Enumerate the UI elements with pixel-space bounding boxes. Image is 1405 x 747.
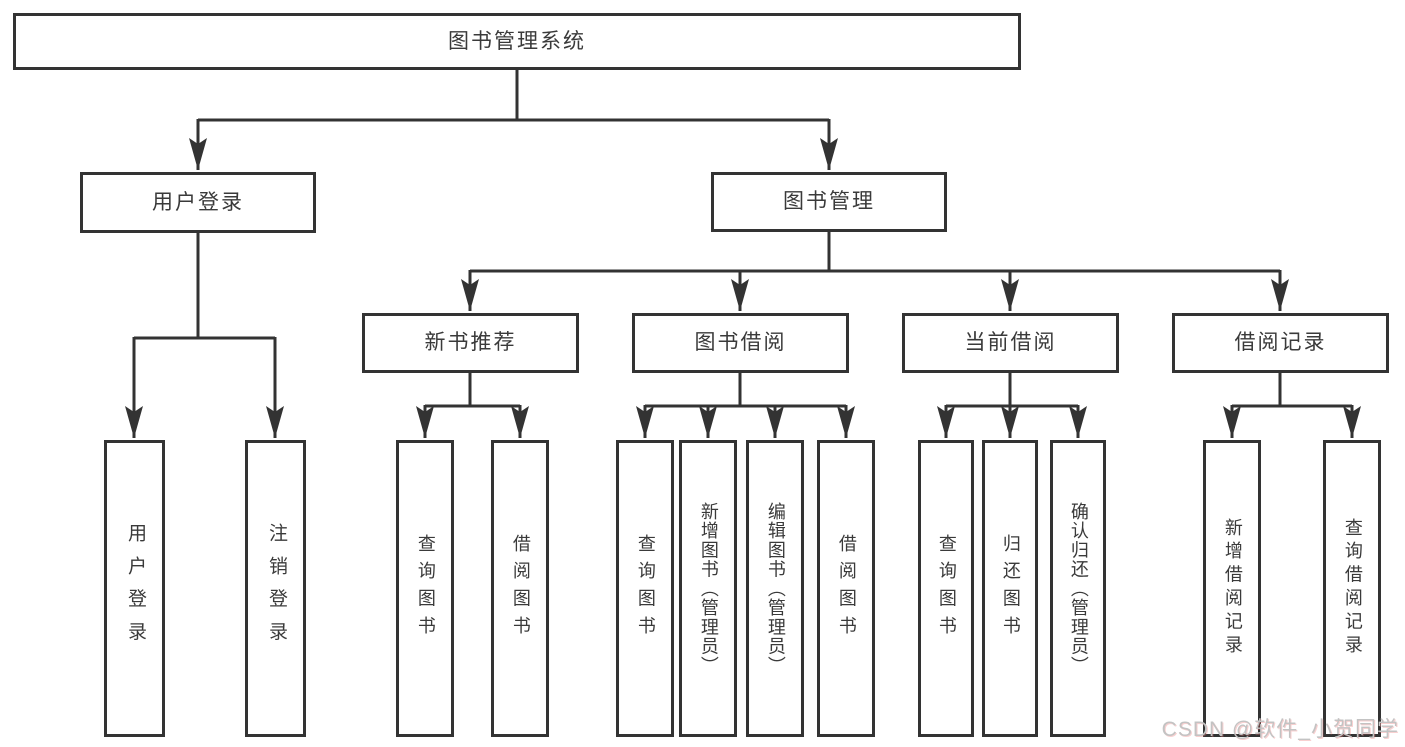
node-label: 新书推荐 <box>424 331 517 355</box>
leaf-borrow-borrow-book: 借阅图书 <box>817 440 875 737</box>
leaf-logout-login: 注销登录 <box>245 440 306 737</box>
node-label: 借阅记录 <box>1234 331 1327 355</box>
node-label: 用户登录 <box>152 190 244 214</box>
node-borrow-record: 借阅记录 <box>1172 313 1389 373</box>
leaf-current-confirm-return-admin: 确认归还（管理员） <box>1050 440 1106 737</box>
node-label: 查询图书 <box>635 533 656 644</box>
leaf-borrow-add-book-admin: 新增图书（管理员） <box>679 440 737 737</box>
leaf-recommend-borrow-book: 借阅图书 <box>491 440 549 737</box>
node-label: 用户登录 <box>124 523 146 654</box>
node-label: 图书管理系统 <box>448 29 586 53</box>
leaf-borrow-query-book: 查询图书 <box>616 440 674 737</box>
node-current-borrow: 当前借阅 <box>902 313 1119 373</box>
csdn-watermark: CSDN @软件_小贺同学 <box>1161 718 1399 741</box>
node-label: 编辑图书（管理员） <box>765 501 786 676</box>
node-label: 查询图书 <box>936 533 957 644</box>
node-label: 借阅图书 <box>836 533 857 644</box>
node-label: 图书管理 <box>783 190 875 214</box>
node-label: 借阅图书 <box>510 533 531 644</box>
node-book-management: 图书管理 <box>711 172 947 232</box>
node-new-book-recommend: 新书推荐 <box>362 313 579 373</box>
leaf-current-return-book: 归还图书 <box>982 440 1038 737</box>
leaf-record-add-borrow-record: 新增借阅记录 <box>1203 440 1261 737</box>
node-label: 当前借阅 <box>964 331 1057 355</box>
node-label: 查询图书 <box>415 533 436 644</box>
node-label: 归还图书 <box>1000 533 1021 644</box>
node-label: 注销登录 <box>265 523 287 654</box>
node-label: 确认归还（管理员） <box>1068 501 1089 676</box>
node-book-borrow: 图书借阅 <box>632 313 849 373</box>
node-label: 新增图书（管理员） <box>698 501 719 676</box>
node-label: 图书借阅 <box>694 331 787 355</box>
node-label: 查询借阅记录 <box>1342 518 1363 659</box>
node-library-management-system: 图书管理系统 <box>13 13 1021 70</box>
leaf-current-query-book: 查询图书 <box>918 440 974 737</box>
node-user-login: 用户登录 <box>80 172 316 233</box>
leaf-record-query-borrow-record: 查询借阅记录 <box>1323 440 1381 737</box>
leaf-user-login: 用户登录 <box>104 440 165 737</box>
node-label: 新增借阅记录 <box>1222 518 1243 659</box>
leaf-recommend-query-book: 查询图书 <box>396 440 454 737</box>
leaf-borrow-edit-book-admin: 编辑图书（管理员） <box>746 440 804 737</box>
